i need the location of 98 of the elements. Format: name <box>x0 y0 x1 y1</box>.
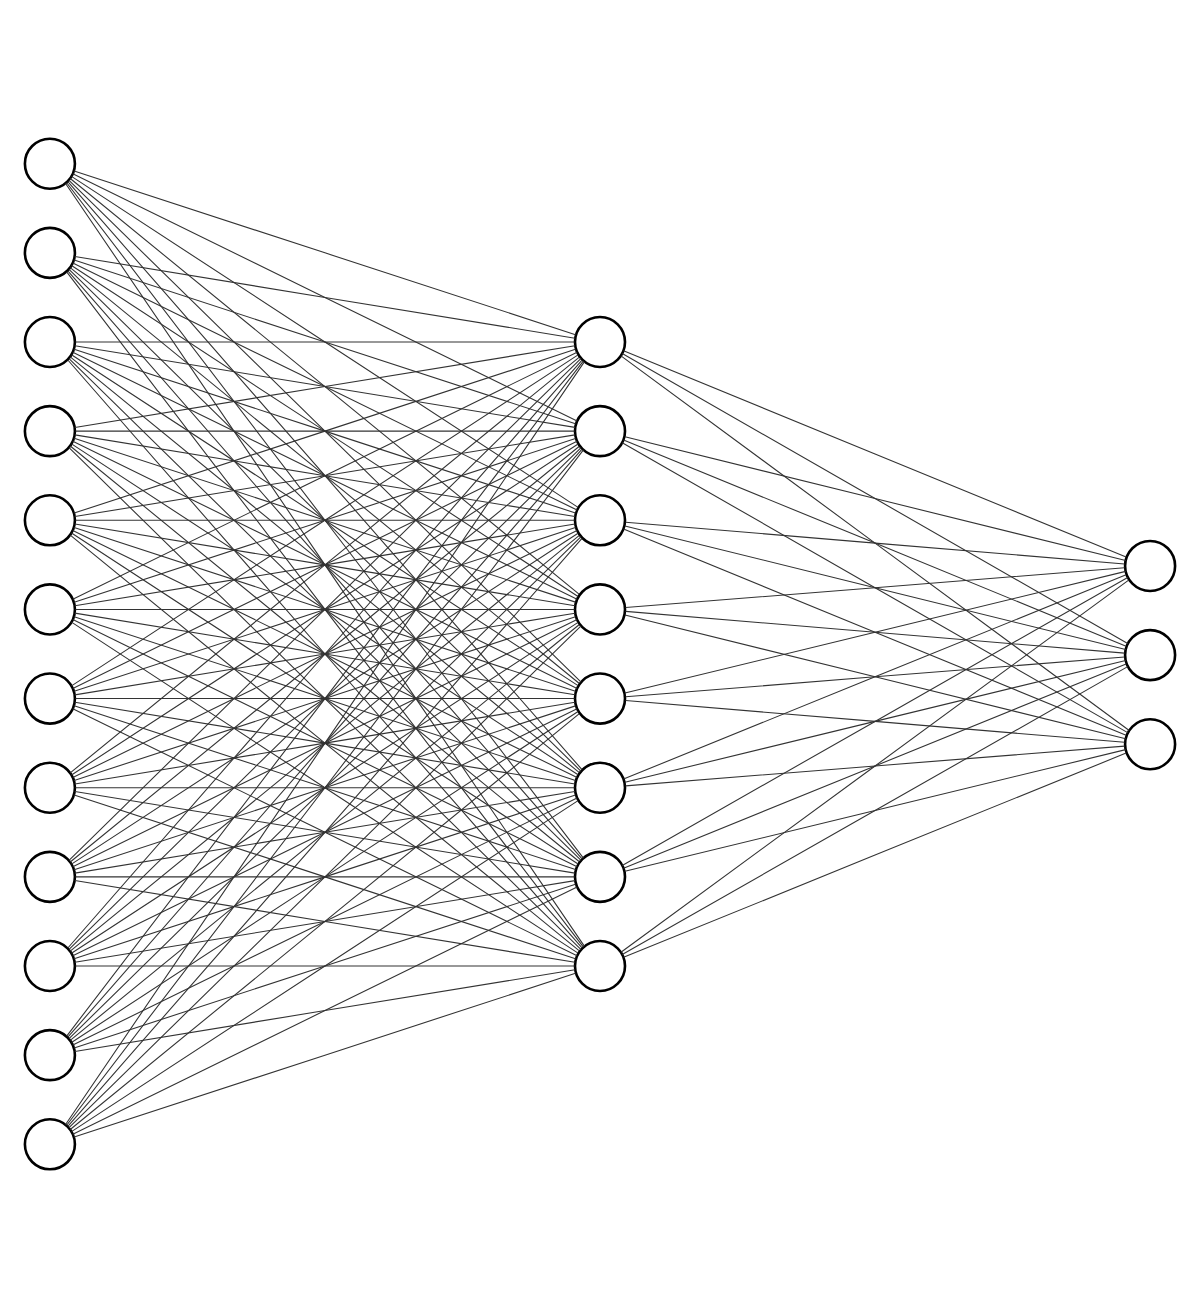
connector <box>75 698 575 700</box>
node-circle <box>23 137 77 190</box>
connector <box>620 355 1130 731</box>
node-circle <box>573 761 627 815</box>
connector <box>74 701 576 785</box>
connector <box>69 267 580 684</box>
connector <box>621 442 1129 734</box>
connector <box>68 179 582 683</box>
connector <box>625 610 1126 654</box>
node-circle <box>23 493 77 547</box>
connector <box>73 437 576 603</box>
connector <box>74 523 576 607</box>
connector <box>69 713 580 1130</box>
node-circle <box>573 315 627 369</box>
connector <box>68 625 582 1129</box>
connector <box>74 434 576 518</box>
node-circle <box>1123 717 1177 771</box>
node-circle <box>23 939 77 993</box>
node-circle <box>23 1028 77 1082</box>
connector <box>75 965 575 967</box>
connector <box>70 710 579 1043</box>
connector <box>625 521 1126 565</box>
connector <box>72 262 578 511</box>
connector <box>624 659 1127 783</box>
node-circle <box>1123 628 1177 682</box>
connector <box>621 352 1129 645</box>
connector <box>621 576 1129 866</box>
connector <box>74 969 576 1052</box>
node-circle <box>573 672 627 725</box>
connector <box>72 619 578 868</box>
connector <box>70 354 579 687</box>
connector <box>70 532 579 865</box>
connector <box>70 175 579 508</box>
connector <box>72 797 578 1046</box>
node-circle <box>23 850 77 904</box>
connector <box>624 436 1127 561</box>
node-circle <box>23 761 77 815</box>
connector <box>625 700 1126 743</box>
connector <box>75 430 575 432</box>
connector <box>75 608 575 610</box>
connector <box>623 439 1127 647</box>
connector <box>73 170 576 336</box>
connector <box>74 790 576 874</box>
connector <box>75 787 575 789</box>
connector <box>73 794 576 960</box>
connector <box>74 880 576 963</box>
node-circle <box>573 939 627 993</box>
connector <box>75 519 575 521</box>
node-circle <box>573 583 627 636</box>
connector <box>70 800 579 1133</box>
connector <box>623 752 1127 958</box>
node-circle <box>23 404 77 458</box>
connector <box>623 663 1127 869</box>
connector <box>73 348 576 514</box>
connector <box>75 341 575 343</box>
connector <box>72 886 578 1135</box>
node-circle <box>23 672 77 725</box>
connector <box>623 574 1127 780</box>
connector <box>75 876 575 878</box>
connector <box>624 749 1127 872</box>
connector <box>624 570 1127 694</box>
connector <box>623 528 1127 736</box>
connector <box>74 612 576 696</box>
connector <box>72 351 578 600</box>
connector <box>624 614 1127 740</box>
connector <box>70 621 579 954</box>
connector <box>70 265 579 598</box>
connector <box>73 972 576 1138</box>
connector <box>69 178 580 595</box>
connector <box>623 350 1127 558</box>
node-circle <box>23 315 77 369</box>
connector <box>73 259 576 425</box>
node-circle <box>573 493 627 547</box>
connector <box>74 345 576 428</box>
node-circle <box>573 850 627 904</box>
connector <box>621 666 1129 956</box>
connector <box>73 705 576 871</box>
connector <box>72 708 578 957</box>
connector <box>72 173 578 422</box>
connector <box>73 883 576 1049</box>
connector <box>72 529 578 779</box>
connector <box>69 445 580 863</box>
connector <box>69 624 580 1041</box>
node-circle <box>573 404 627 458</box>
connector <box>68 536 582 1040</box>
connector <box>625 567 1126 609</box>
connector <box>625 656 1126 698</box>
connector <box>74 256 576 339</box>
connector <box>68 268 582 772</box>
connector <box>625 745 1126 787</box>
node-circle <box>1123 539 1177 593</box>
connector <box>624 525 1127 651</box>
connector <box>72 440 578 689</box>
connector <box>70 443 579 776</box>
node-circle <box>23 1118 77 1171</box>
node-circle <box>23 226 77 280</box>
connector <box>620 579 1130 953</box>
node-circle <box>23 583 77 636</box>
